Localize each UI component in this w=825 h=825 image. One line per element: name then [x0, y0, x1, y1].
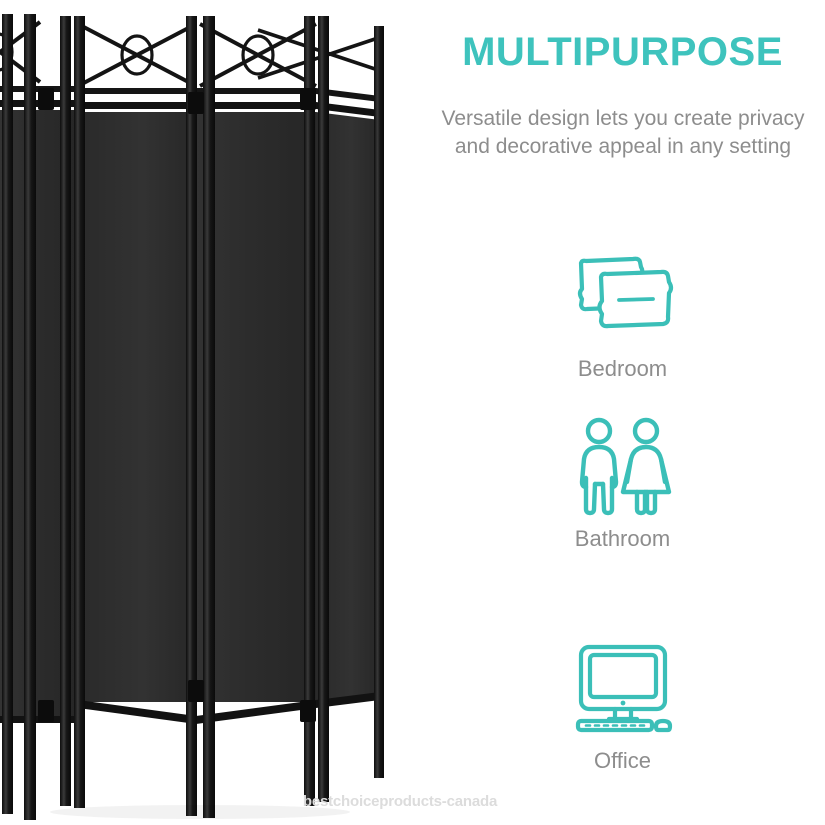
feature-bedroom: Bedroom: [420, 248, 825, 380]
feature-label: Office: [593, 748, 652, 773]
divider-panel-2: [77, 22, 197, 724]
marketing-copy-column: MULTIPURPOSE Versatile design lets you c…: [420, 0, 825, 825]
divider-panel-3: [196, 22, 317, 724]
pillows-icon: [420, 248, 825, 344]
feature-office: Office: [420, 640, 825, 772]
restroom-man-woman-icon: [420, 417, 825, 516]
feature-label: Bedroom: [577, 356, 668, 381]
watermark: bestchoiceproducts-canada: [302, 793, 498, 810]
divider-panel-4: [257, 28, 380, 708]
page-title: MULTIPURPOSE: [462, 30, 783, 74]
product-photo-room-divider: [0, 14, 384, 820]
desktop-computer-icon: [420, 640, 825, 736]
feature-label: Bathroom: [574, 526, 671, 551]
feature-bathroom: Bathroom: [420, 417, 825, 551]
subheading: Versatile design lets you create privacy…: [441, 107, 805, 159]
